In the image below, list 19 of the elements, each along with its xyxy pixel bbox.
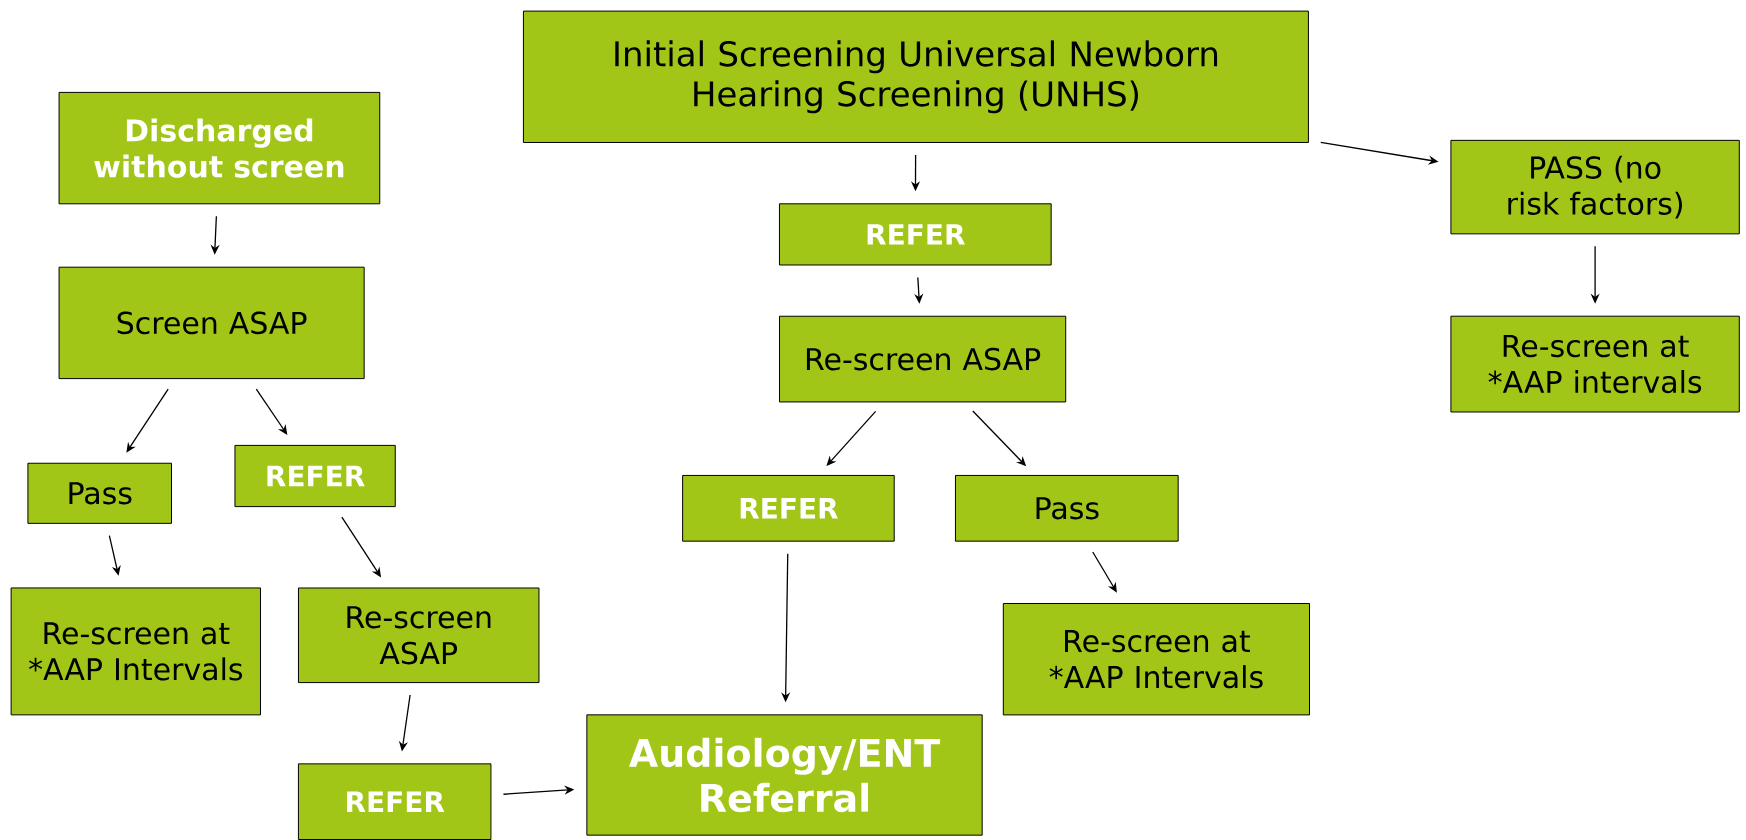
process-box: Screen ASAP: [58, 266, 365, 380]
arrow: [126, 388, 169, 453]
process-box: Re-screen at *AAP Intervals: [1002, 603, 1310, 716]
process-box: Re-screen at *AAP Intervals: [10, 587, 261, 716]
process-box: REFER: [682, 474, 895, 542]
process-box: PASS (no risk factors): [1450, 139, 1740, 235]
process-box: Audiology/ENT Referral: [586, 714, 983, 836]
process-box: Pass: [27, 462, 172, 524]
process-box: REFER: [297, 763, 492, 840]
process-box: Re-screen at *AAP intervals: [1450, 315, 1740, 413]
process-box: REFER: [778, 203, 1052, 266]
process-box: Discharged without screen: [58, 91, 381, 205]
process-box: Re-screen ASAP: [297, 587, 540, 684]
process-box: Initial Screening Universal Newborn Hearing Screening (UNHS): [522, 10, 1309, 143]
arrow: [255, 388, 288, 435]
process-box: Pass: [954, 474, 1179, 542]
process-box: REFER: [234, 444, 396, 508]
process-box: Re-screen ASAP: [779, 315, 1067, 403]
arrow: [826, 410, 877, 466]
